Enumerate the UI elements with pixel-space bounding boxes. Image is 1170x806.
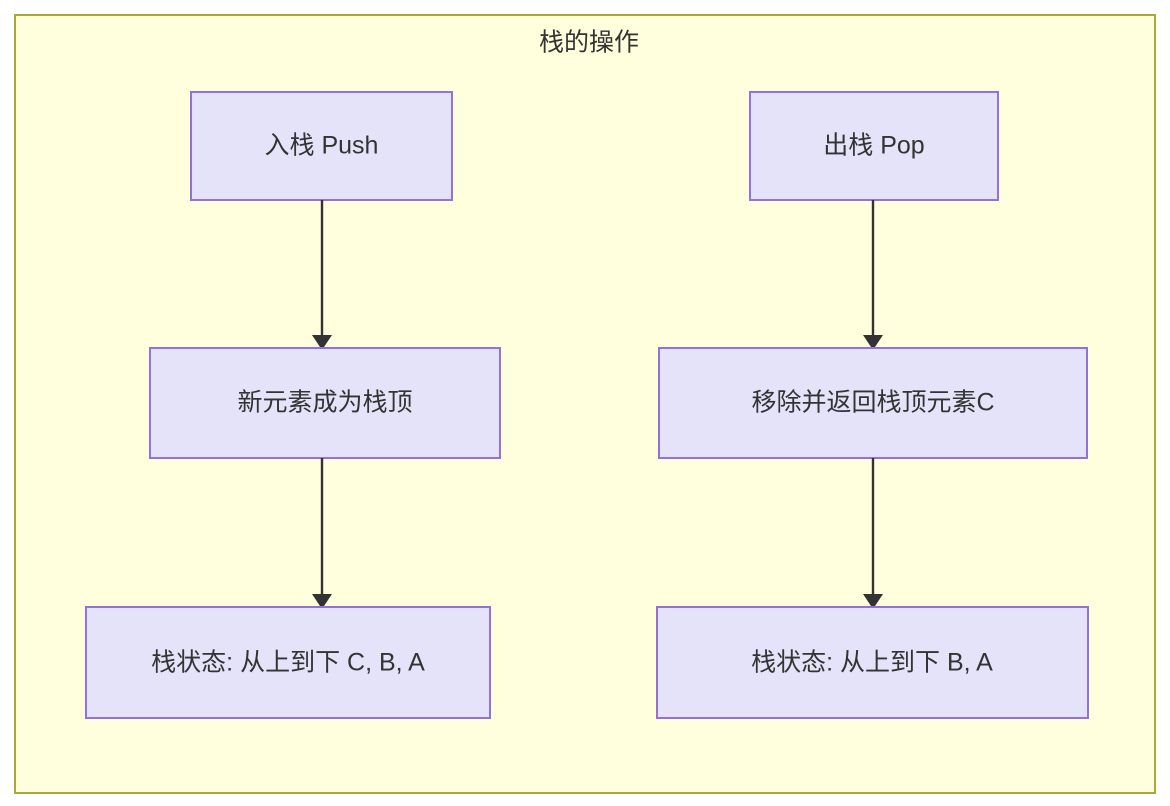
node-push[interactable]: 入栈 Push xyxy=(190,91,453,201)
edge-pop-result-to-pop-state xyxy=(863,458,883,609)
node-pop-state-label: 栈状态: 从上到下 B, A xyxy=(751,649,993,677)
node-push-result[interactable]: 新元素成为栈顶 xyxy=(149,347,501,459)
edge-push-arrowhead-icon xyxy=(312,335,332,350)
node-push-result-label: 新元素成为栈顶 xyxy=(237,389,412,417)
node-push-state-label: 栈状态: 从上到下 C, B, A xyxy=(151,649,425,677)
pop-flow-column: 出栈 Pop 移除并返回栈顶元素C 栈状态: 从上到下 B, A xyxy=(656,91,1089,719)
edge-pop-to-pop-result xyxy=(863,200,883,350)
node-pop-box[interactable] xyxy=(749,91,999,201)
node-push-state[interactable]: 栈状态: 从上到下 C, B, A xyxy=(85,606,491,719)
node-pop-result-box[interactable] xyxy=(658,347,1088,459)
edge-push-result-arrowhead-icon xyxy=(312,594,332,609)
node-pop-state[interactable]: 栈状态: 从上到下 B, A xyxy=(656,606,1089,719)
node-push-box[interactable] xyxy=(190,91,453,201)
edge-pop-result-arrowhead-icon xyxy=(863,594,883,609)
diagram-title: 栈的操作 xyxy=(539,29,639,57)
edge-pop-arrowhead-icon xyxy=(863,335,883,350)
node-pop[interactable]: 出栈 Pop xyxy=(749,91,999,201)
edge-push-result-to-push-state xyxy=(312,458,332,609)
node-push-state-box[interactable] xyxy=(85,606,491,719)
push-flow-column: 入栈 Push 新元素成为栈顶 栈状态: 从上到下 C, B, A xyxy=(85,91,501,719)
node-pop-result[interactable]: 移除并返回栈顶元素C xyxy=(658,347,1088,459)
node-push-result-box[interactable] xyxy=(149,347,501,459)
node-pop-result-label: 移除并返回栈顶元素C xyxy=(751,389,994,417)
node-pop-state-box[interactable] xyxy=(656,606,1089,719)
edge-push-to-push-result xyxy=(312,200,332,350)
node-push-label: 入栈 Push xyxy=(265,132,379,160)
node-pop-label: 出栈 Pop xyxy=(823,132,924,160)
